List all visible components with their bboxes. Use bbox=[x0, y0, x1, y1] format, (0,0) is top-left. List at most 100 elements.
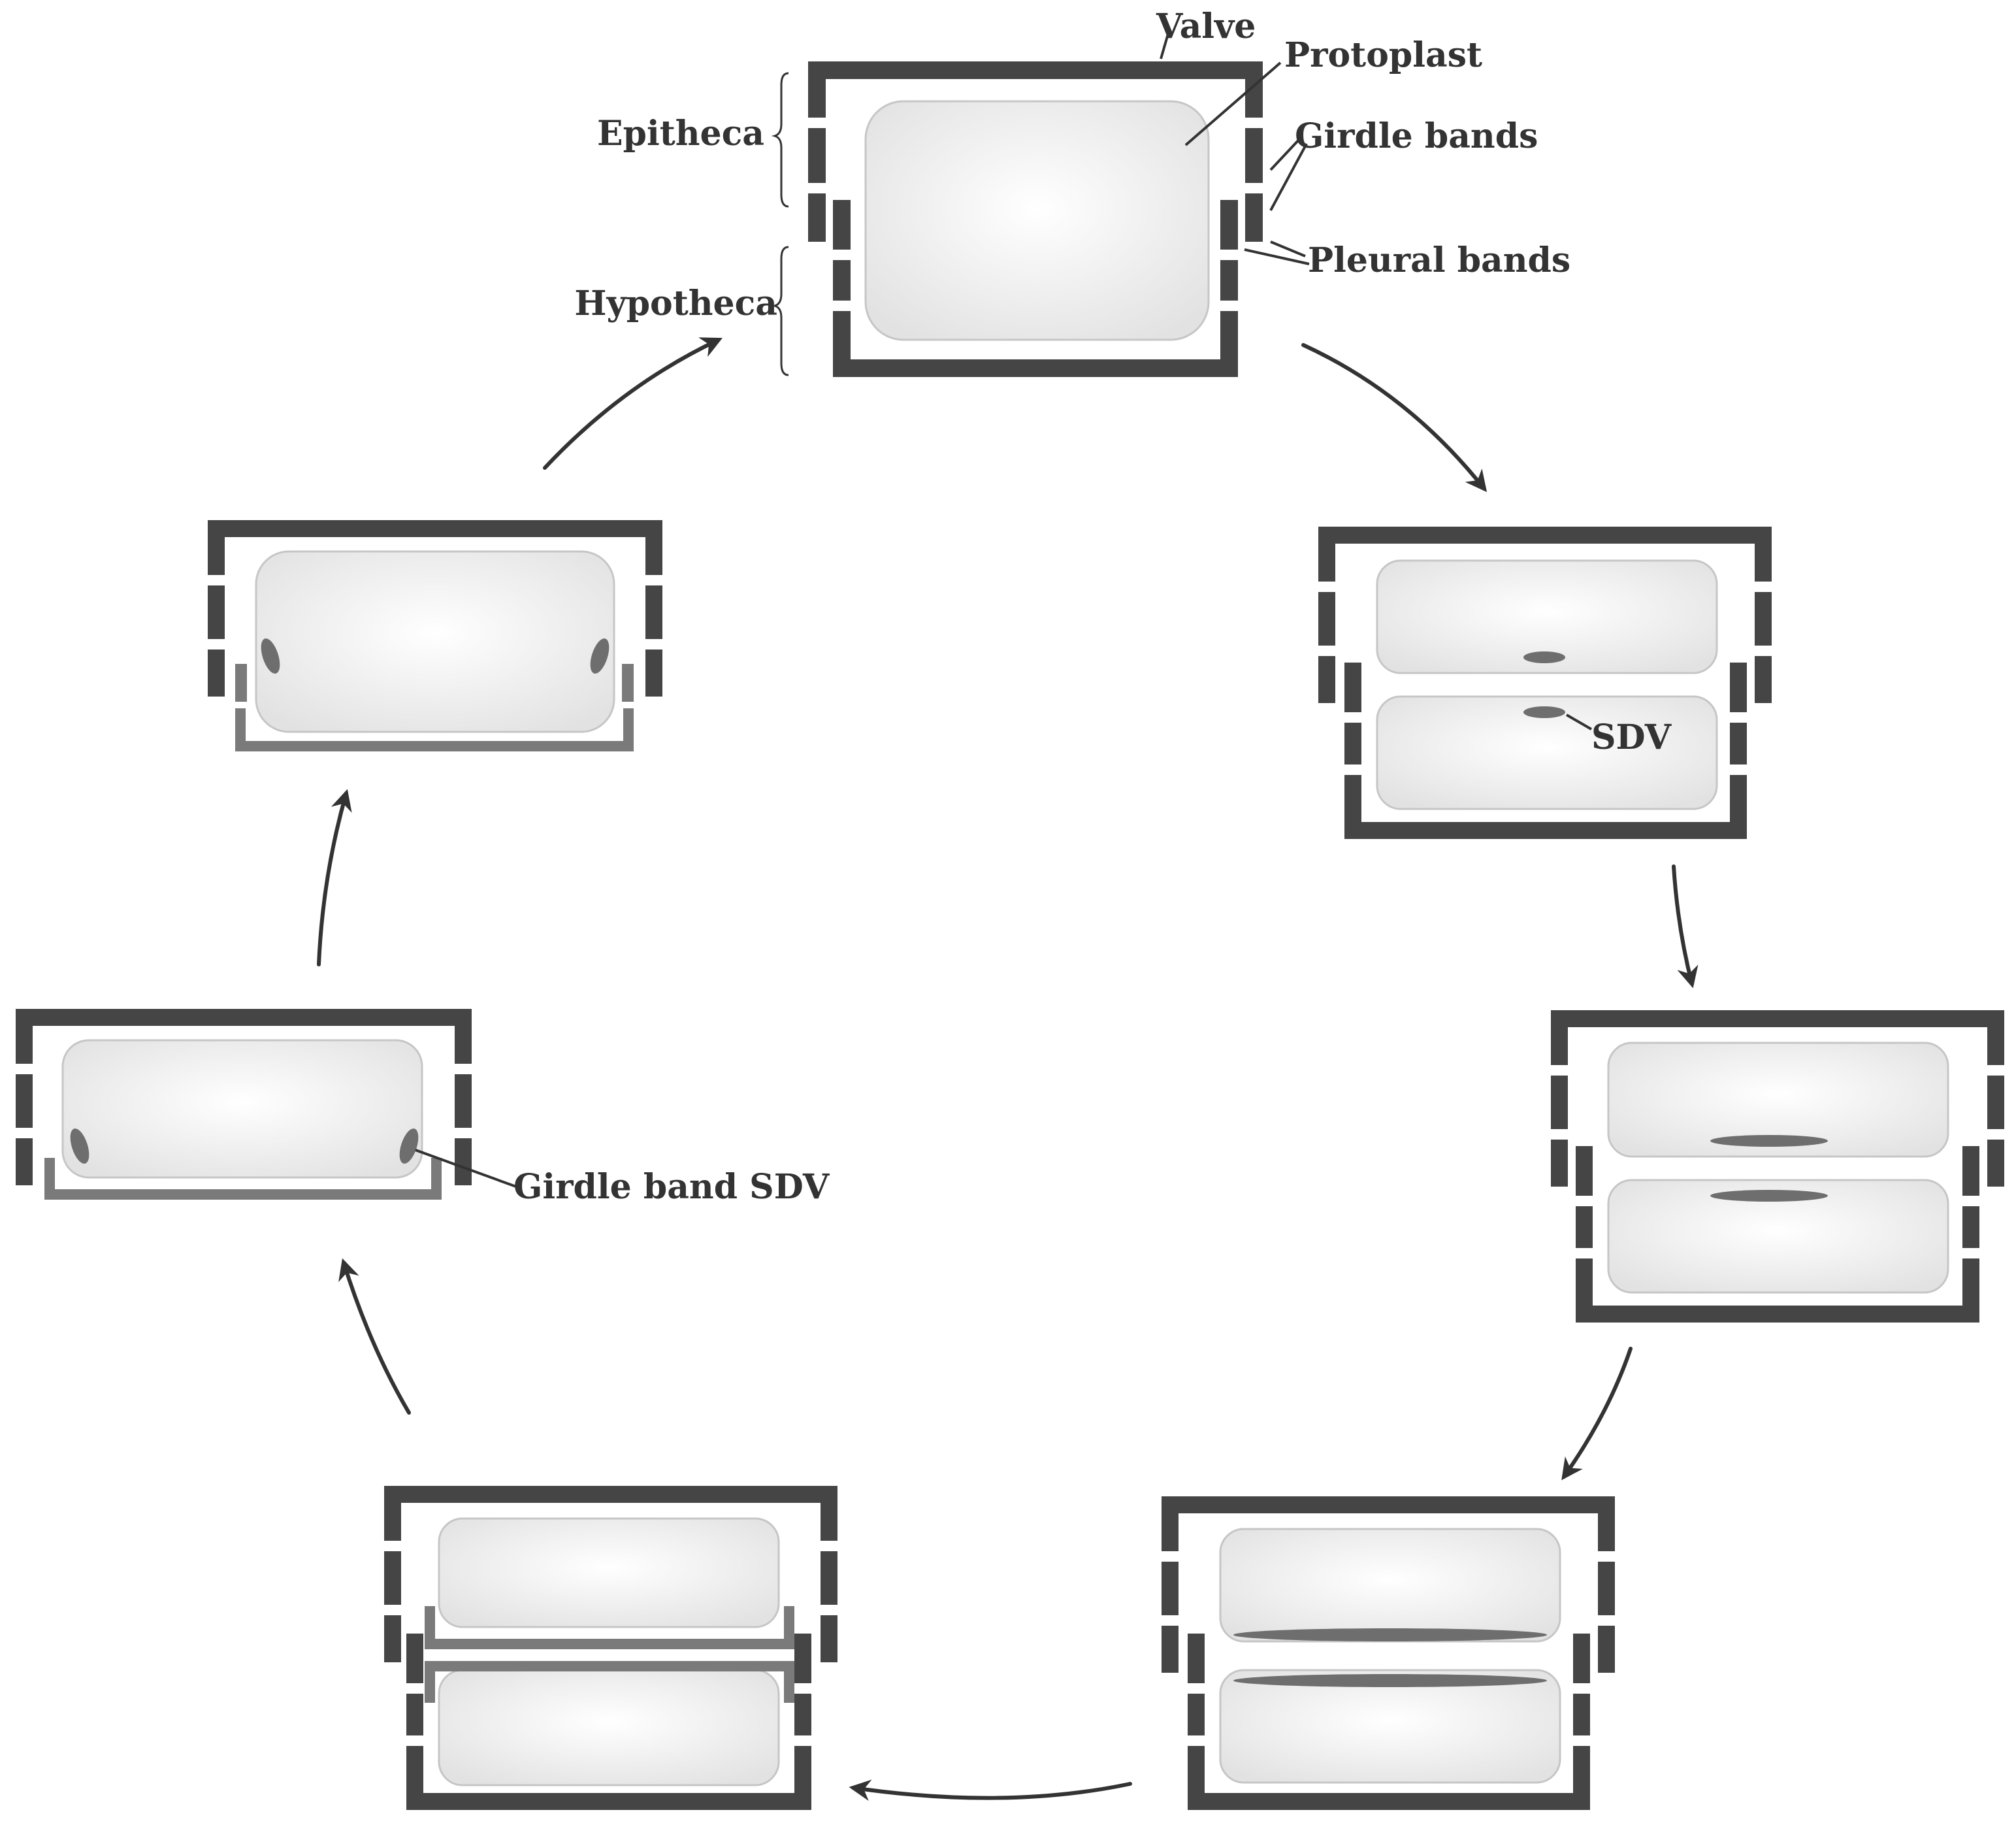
epitheca-pleural-band bbox=[1755, 656, 1772, 703]
stage-mature-cell: Valve Protoplast Epitheca Girdle bands P… bbox=[574, 7, 1570, 377]
protoplast-upper bbox=[438, 1517, 780, 1628]
protoplast-upper bbox=[1219, 1528, 1561, 1643]
hypotheca-girdle-band bbox=[1962, 1258, 1979, 1323]
sdv-leader-line bbox=[1565, 714, 1593, 731]
hypotheca-girdle-band bbox=[1573, 1694, 1590, 1735]
stage-sdv-expansion bbox=[1551, 1010, 2004, 1323]
new-valve-sdv bbox=[1233, 1674, 1547, 1687]
epitheca-pleural-band bbox=[808, 193, 826, 242]
hypotheca-valve bbox=[1188, 1793, 1590, 1810]
hypotheca-pleural-band bbox=[833, 200, 851, 250]
epitheca-girdle-band bbox=[455, 1009, 472, 1064]
epitheca bbox=[1551, 1010, 2004, 1187]
epitheca-girdle-band bbox=[16, 1009, 33, 1064]
hypotheca-pleural-band bbox=[406, 1634, 423, 1683]
stage-new-valve-formation bbox=[1162, 1496, 1615, 1810]
arrow-7-to-1 bbox=[543, 337, 723, 470]
hypotheca-girdle-band bbox=[1344, 723, 1361, 765]
hypotheca-girdle-band bbox=[1576, 1206, 1593, 1248]
hypotheca-girdle-band bbox=[1573, 1746, 1590, 1810]
epitheca-girdle-band bbox=[1598, 1496, 1615, 1551]
epitheca-label: Epitheca bbox=[597, 114, 764, 154]
epitheca-pleural-band bbox=[645, 649, 662, 697]
new-valve-rim bbox=[235, 708, 246, 751]
epitheca-girdle-band bbox=[384, 1486, 401, 1541]
new-valve-upper-rim bbox=[425, 1606, 435, 1649]
epitheca-girdle-band bbox=[821, 1486, 837, 1541]
epitheca-valve bbox=[16, 1009, 472, 1026]
epitheca-girdle-band bbox=[455, 1074, 472, 1128]
epitheca-pleural-band bbox=[208, 649, 225, 697]
hypotheca bbox=[833, 200, 1238, 377]
hypotheca-valve bbox=[1576, 1306, 1979, 1323]
hypotheca-girdle-band bbox=[833, 260, 851, 301]
new-valve bbox=[235, 741, 634, 751]
sdv bbox=[1523, 706, 1565, 718]
new-valve-lower-rim bbox=[425, 1661, 435, 1703]
new-girdle-band bbox=[235, 664, 247, 702]
epitheca-girdle-band bbox=[16, 1074, 33, 1128]
epitheca bbox=[208, 520, 662, 697]
epitheca-pleural-band bbox=[1245, 193, 1263, 242]
arrow-6-to-7 bbox=[317, 789, 352, 966]
epitheca-girdle-band bbox=[808, 128, 826, 183]
hypotheca-valve bbox=[1344, 822, 1747, 839]
epitheca-girdle-band bbox=[821, 1551, 837, 1605]
hypotheca-label: Hypotheca bbox=[574, 284, 777, 323]
girdle-band-sdv bbox=[70, 1128, 89, 1164]
new-valve-upper bbox=[425, 1639, 794, 1649]
epitheca-pleural-band bbox=[1162, 1626, 1179, 1673]
hypotheca-girdle-band bbox=[794, 1746, 811, 1810]
epitheca-girdle-band bbox=[645, 585, 662, 639]
epitheca-girdle-band bbox=[1162, 1496, 1179, 1551]
hypotheca-girdle-band bbox=[406, 1694, 423, 1735]
epitheca-girdle-band bbox=[1245, 128, 1263, 183]
hypotheca-girdle-band bbox=[1730, 723, 1747, 765]
hypotheca-valve bbox=[406, 1793, 811, 1810]
new-valve-sdv bbox=[1233, 1628, 1547, 1641]
epitheca-valve bbox=[808, 61, 1263, 79]
protoplast bbox=[61, 1039, 423, 1179]
hypotheca-pleural-band bbox=[1220, 200, 1238, 250]
hypotheca-girdle-band bbox=[1188, 1694, 1205, 1735]
hypotheca-pleural-band bbox=[1344, 663, 1361, 712]
epitheca-pleural-band bbox=[1551, 1140, 1568, 1187]
stage-sdv-formation: SDV bbox=[1318, 527, 1772, 839]
epitheca-valve bbox=[1318, 527, 1772, 544]
new-valve-rim bbox=[431, 1158, 442, 1200]
new-valve-rim bbox=[44, 1158, 55, 1200]
arrow-2-to-3 bbox=[1672, 864, 1699, 989]
epitheca-girdle-band bbox=[1987, 1010, 2004, 1065]
epitheca-valve bbox=[1551, 1010, 2004, 1027]
epitheca-girdle-band bbox=[1162, 1562, 1179, 1615]
pleural-bands-label: Pleural bands bbox=[1308, 240, 1570, 280]
arrow-4-to-5 bbox=[849, 1779, 1132, 1801]
protoplast bbox=[255, 550, 615, 733]
epitheca-valve bbox=[384, 1486, 837, 1503]
protoplast-lower bbox=[1607, 1179, 1949, 1294]
hypotheca-pleural-band bbox=[794, 1634, 811, 1683]
epitheca-girdle-band bbox=[645, 520, 662, 575]
protoplast-upper bbox=[1607, 1042, 1949, 1158]
hypotheca-pleural-band bbox=[1962, 1146, 1979, 1196]
epitheca bbox=[1162, 1496, 1615, 1673]
arrow-3-to-4 bbox=[1561, 1347, 1633, 1481]
hypotheca-girdle-band bbox=[1220, 260, 1238, 301]
hypotheca bbox=[1344, 663, 1747, 839]
new-valve bbox=[44, 1189, 442, 1200]
epitheca-girdle-band bbox=[208, 585, 225, 639]
arrow-5-to-6 bbox=[338, 1258, 411, 1415]
hypotheca-girdle-band bbox=[1344, 775, 1361, 839]
new-valve-upper-rim bbox=[784, 1606, 794, 1649]
epitheca-girdle-band bbox=[384, 1551, 401, 1605]
epitheca-girdle-band bbox=[1987, 1076, 2004, 1129]
stage-valve-exocytosis bbox=[384, 1486, 837, 1810]
protoplast-lower bbox=[1376, 695, 1718, 810]
epitheca-girdle-band bbox=[208, 520, 225, 575]
epitheca-valve bbox=[208, 520, 662, 537]
girdle-band-sdv bbox=[590, 638, 610, 674]
label-leader-lines bbox=[1160, 33, 1310, 265]
hypotheca-girdle-band bbox=[406, 1746, 423, 1810]
girdle-band-sdv bbox=[261, 638, 280, 674]
